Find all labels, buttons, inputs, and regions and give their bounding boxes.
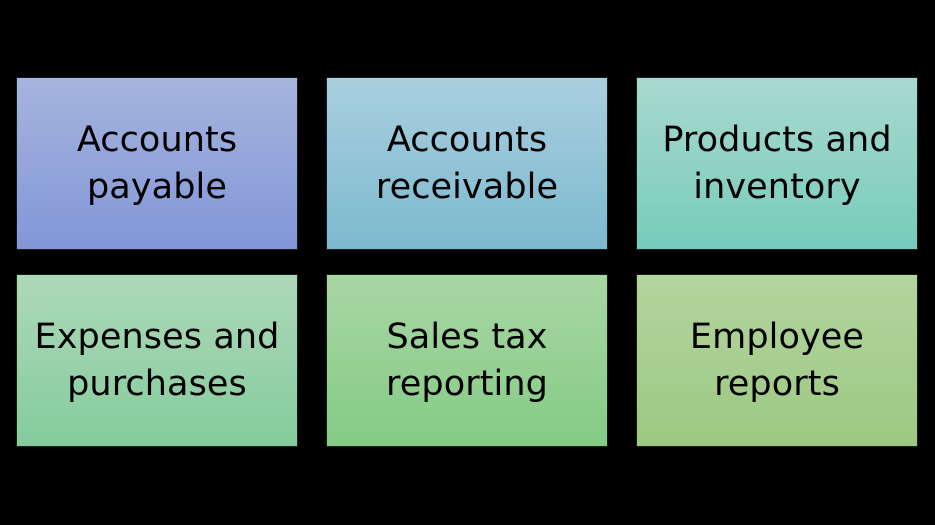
card-label: Sales tax reporting (386, 317, 548, 404)
card-label: Expenses and purchases (34, 317, 280, 404)
card-accounts-payable[interactable]: Accounts payable (16, 77, 298, 250)
card-label: Accounts payable (76, 120, 238, 207)
card-expenses-and-purchases[interactable]: Expenses and purchases (16, 274, 298, 447)
card-accounts-receivable[interactable]: Accounts receivable (326, 77, 608, 250)
card-grid: Accounts payable Accounts receivable Pro… (16, 77, 919, 447)
card-label: Accounts receivable (375, 120, 559, 207)
card-label: Employee reports (689, 317, 865, 404)
card-label: Products and inventory (662, 120, 892, 207)
card-sales-tax-reporting[interactable]: Sales tax reporting (326, 274, 608, 447)
card-employee-reports[interactable]: Employee reports (636, 274, 918, 447)
card-products-and-inventory[interactable]: Products and inventory (636, 77, 918, 250)
